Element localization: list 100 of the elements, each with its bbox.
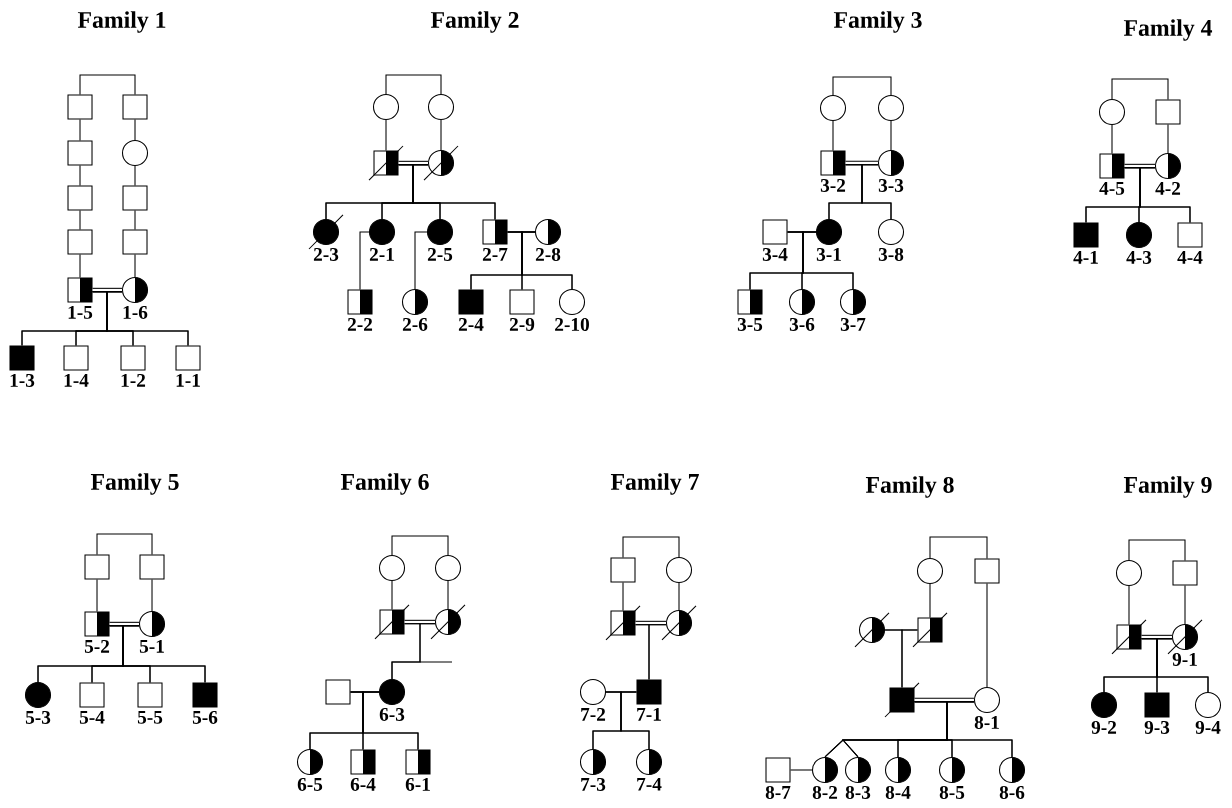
male-symbol [122,229,148,255]
descent-line [929,583,931,618]
id-label: 8-7 [765,785,791,799]
descent-line [648,624,667,680]
id-label: 1-4 [64,373,89,387]
id-label: 2-6 [402,317,428,331]
male-symbol [67,94,93,120]
male-symbol [368,145,404,181]
id-label: 3-2 [820,178,846,192]
id-label: 6-5 [297,777,323,791]
descent-line [832,120,834,151]
family-title: Family 7 [610,473,699,495]
id-label: 6-1 [405,777,430,791]
female-symbol [916,557,944,585]
id-label: 8-5 [939,785,965,799]
id-label: 5-2 [84,639,110,653]
id-label: 9-1 [1172,652,1197,666]
id-label: 6-4 [350,777,376,791]
descent-line [901,629,918,688]
id-label: 2-9 [509,317,535,331]
male-symbol [1172,560,1198,586]
mating-line [790,769,813,771]
male-symbol [974,558,1000,584]
id-label: 6-3 [379,707,405,721]
descent-line [134,165,136,186]
id-label: 2-1 [369,247,394,261]
id-label: 5-3 [25,710,51,724]
id-label: 2-5 [427,247,453,261]
descent-line [385,119,387,151]
sibling-line [391,535,449,556]
female-symbol [423,145,459,181]
id-label: 5-1 [139,639,164,653]
male-symbol [884,682,920,718]
id-label: 7-2 [581,707,606,721]
id-label: 8-4 [885,785,911,799]
descent-line [359,231,370,290]
descent-line [134,254,136,278]
male-symbol [139,554,165,580]
descent-line [946,701,1013,758]
female-symbol [1098,98,1126,126]
family-title: Family 6 [340,473,429,495]
id-label: 3-5 [737,317,763,331]
female-symbol [435,554,462,582]
family-title: Family 2 [430,11,519,33]
male-symbol [122,94,148,120]
female-symbol [661,605,697,641]
female-symbol [428,93,455,121]
male-symbol [67,140,93,166]
sibling-line [79,74,136,95]
id-label: 3-3 [878,178,904,192]
sibling-line [929,536,988,559]
id-label: 8-1 [974,715,999,729]
family-title: Family 1 [77,11,166,33]
id-label: 2-10 [555,317,589,331]
id-label: 9-3 [1144,720,1170,734]
sibling-line [622,536,680,558]
male-symbol [912,612,948,648]
sibling-line [1128,539,1186,561]
male-symbol [325,679,351,705]
female-symbol [854,612,890,648]
male-symbol [122,185,148,211]
family-title: Family 9 [1123,476,1212,498]
mating-line [1124,163,1155,169]
descent-line [96,579,98,612]
sibling-line [1111,78,1169,100]
id-label: 3-6 [789,317,815,331]
id-label: 4-2 [1155,181,1181,195]
id-label: 5-6 [192,710,218,724]
descent-line [620,691,650,750]
descent-line [861,164,892,220]
id-label: 7-4 [637,777,662,791]
mating-line [398,160,428,166]
female-symbol [430,604,466,640]
descent-line [79,254,81,278]
descent-line [134,210,136,230]
id-label: 4-5 [1099,181,1125,195]
family-title: Family 4 [1123,19,1213,41]
id-label: 5-4 [79,710,105,724]
id-label: 3-7 [840,317,866,331]
descent-line [622,582,624,611]
id-label: 7-3 [581,777,606,791]
id-label: 1-3 [10,373,35,387]
mating-line [845,160,878,166]
male-symbol [610,557,636,583]
sibling-line [832,76,892,96]
descent-line [1111,124,1113,154]
descent-line [678,582,680,611]
descent-line [79,165,81,186]
family-title: Family 3 [833,11,922,33]
mating-line [92,287,122,293]
id-label: 2-7 [482,247,508,261]
sibling-line [385,74,442,95]
descent-line [79,119,81,141]
descent-line [1184,585,1186,625]
descent-line [391,623,436,680]
id-label: 3-8 [878,247,904,261]
descent-line [1156,638,1209,693]
id-label: 2-3 [313,247,339,261]
descent-line [151,579,153,612]
id-label: 9-4 [1195,720,1221,734]
